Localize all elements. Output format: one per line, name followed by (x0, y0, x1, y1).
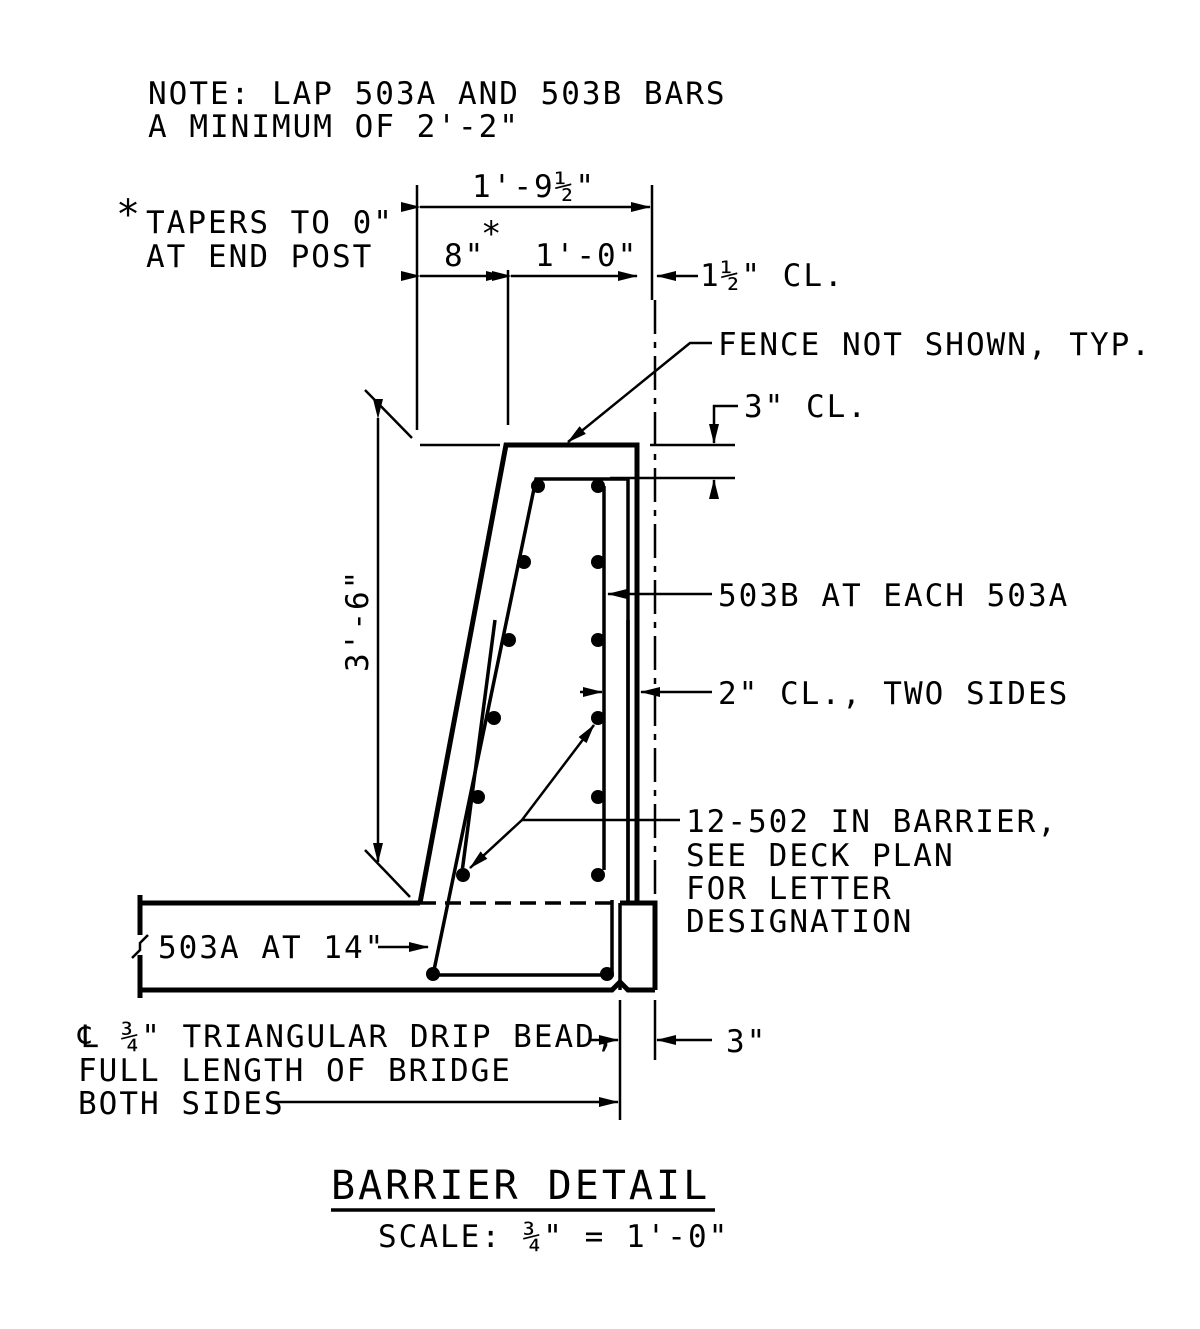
note-line-2: A MINIMUM OF 2'-2" (148, 109, 520, 145)
clear-back-label: 1½" CL. (700, 258, 845, 294)
bar-502-dot (591, 633, 605, 647)
barrier-outline (417, 442, 640, 904)
base-width-asterisk: * (481, 214, 501, 254)
bar-502-dot (471, 790, 485, 804)
height-tick-bottom (364, 849, 411, 898)
top-clear-label: 3" CL. (744, 389, 868, 425)
detail-title: BARRIER DETAIL (331, 1163, 710, 1209)
bars-502 (426, 479, 614, 981)
bar-503a-outline (431, 477, 630, 976)
bar-502-dot (502, 633, 516, 647)
fence-leader (567, 341, 712, 443)
deck-bottom-line (140, 978, 655, 993)
tapers-asterisk: * (116, 192, 140, 238)
bar-503a-callout: 503A AT 14" (158, 930, 385, 966)
rebar-width-label: 1'-0" (535, 238, 638, 274)
bars-502-callout-line-3: FOR LETTER (686, 871, 893, 907)
height-dimension: 3'-6" (340, 389, 413, 898)
bar-503b-callout: 503B AT EACH 503A (718, 578, 1069, 614)
bar-503a-dot (426, 967, 440, 981)
bar-502-dot (456, 868, 470, 882)
bar-inner-lap (459, 619, 497, 881)
note-line-1: NOTE: LAP 503A AND 503B BARS (148, 76, 727, 112)
bars-502-callout-line-1: 12-502 IN BARRIER, (686, 804, 1058, 840)
bars-502-leader-up (519, 724, 680, 822)
bar-503a-dot (600, 967, 614, 981)
bar-502-dot (487, 711, 501, 725)
bars-502-leader-down (469, 819, 523, 869)
top-clear-arrow-down (709, 404, 738, 444)
base-width-label: 8" (444, 238, 485, 274)
overall-width-label: 1'-9½" (472, 169, 596, 205)
drip-callout-line-1: ℄ ¾" TRIANGULAR DRIP BEAD, (77, 1019, 617, 1055)
break-line (131, 934, 149, 959)
drip-callout-line-3: BOTH SIDES (78, 1086, 285, 1122)
bar-502-dot (591, 868, 605, 882)
fence-callout: FENCE NOT SHOWN, TYP. (718, 327, 1152, 363)
bottom-dim-label: 3" (726, 1024, 767, 1060)
bar-502-dot (591, 711, 605, 725)
bars-502-callout-line-4: DESIGNATION (686, 904, 913, 940)
bar-502-dot (591, 790, 605, 804)
bar-502-dot (517, 555, 531, 569)
bar-502-dot (591, 555, 605, 569)
deck-edge (620, 900, 658, 990)
detail-scale: SCALE: ¾" = 1'-0" (378, 1219, 729, 1255)
bars-502-callout-line-2: SEE DECK PLAN (686, 838, 955, 874)
tapers-note-line-1: TAPERS TO 0" (146, 205, 394, 241)
height-label: 3'-6" (340, 569, 376, 672)
drip-callout-line-2: FULL LENGTH OF BRIDGE (78, 1053, 512, 1089)
top-dimensions: 1'-9½" 8" * 1'-0" 1½" CL. (401, 169, 845, 430)
side-clear-label: 2" CL., TWO SIDES (718, 676, 1069, 712)
bar-503a-bottom (433, 900, 614, 977)
bar-502-dot (531, 479, 545, 493)
tapers-note-line-2: AT END POST (146, 239, 373, 275)
top-clear-dimension: 3" CL. (420, 389, 868, 499)
bar-502-dot (591, 479, 605, 493)
height-tick-top (364, 389, 413, 439)
